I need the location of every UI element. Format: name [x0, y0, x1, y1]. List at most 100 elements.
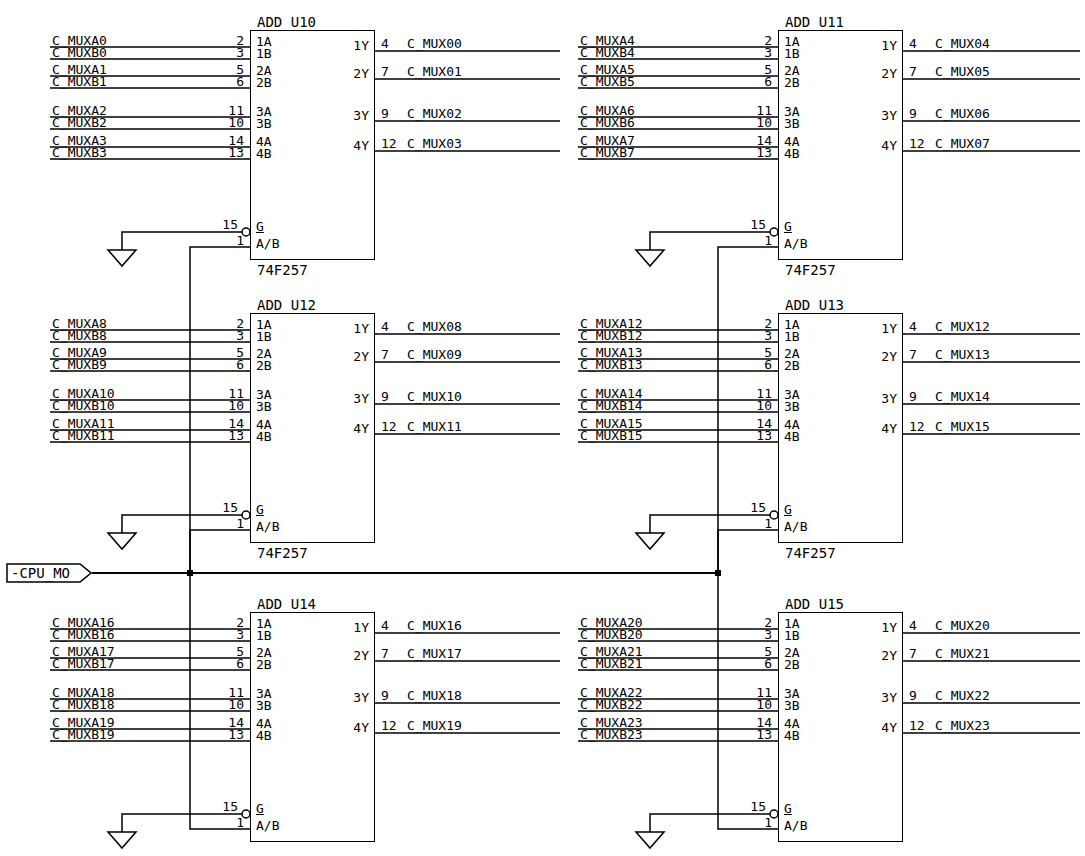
- signal-name: C_MUXB8: [52, 330, 107, 342]
- signal-name: C_MUX00: [407, 38, 462, 50]
- pin-name: 3A: [256, 688, 272, 700]
- pin-number: 9: [909, 391, 917, 403]
- pin-name: 2B: [784, 360, 800, 372]
- chip-designator: ADD_U12: [257, 299, 316, 311]
- select-wire: [92, 573, 778, 829]
- wire: [903, 150, 1080, 152]
- chip-designator: ADD_U10: [257, 16, 316, 28]
- signal-name: C_MUXB9: [52, 359, 107, 371]
- pin-name: A/B: [784, 521, 807, 533]
- pin-name: 4A: [784, 419, 800, 431]
- pin-name: 3A: [256, 106, 272, 118]
- pin-number: 5: [742, 64, 772, 76]
- pin-number: 15: [210, 502, 238, 514]
- signal-name: C_MUXA14: [580, 388, 643, 400]
- pin-name: 2Y: [881, 351, 897, 363]
- signal-name: C_MUX15: [935, 421, 990, 433]
- pin-name: 4Y: [881, 423, 897, 435]
- pin-number: 3: [214, 330, 244, 342]
- pin-number: 2: [214, 318, 244, 330]
- wire: [903, 78, 1080, 80]
- pin-name: 2B: [256, 659, 272, 671]
- signal-name: C_MUX05: [935, 66, 990, 78]
- wire: [903, 361, 1080, 363]
- pin-number: 10: [742, 117, 772, 129]
- ic-chip: ADD_U141A1B2A2B3A3B4A4BGA/B1Y2Y3Y4Y: [250, 612, 375, 842]
- wire: [375, 632, 560, 634]
- signal-name: C_MUXA2: [52, 105, 107, 117]
- pin-name: 3B: [256, 401, 272, 413]
- signal-name: C_MUXA16: [52, 617, 115, 629]
- pin-number: 5: [742, 347, 772, 359]
- signal-name: C_MUX03: [407, 138, 462, 150]
- wire: [375, 50, 560, 52]
- signal-name: C_MUX01: [407, 66, 462, 78]
- ic-chip: ADD_U131A1B2A2B3A3B4A4BGA/B1Y2Y3Y4Y74F25…: [778, 313, 903, 543]
- pin-name: 1Y: [881, 622, 897, 634]
- ic-chip: ADD_U101A1B2A2B3A3B4A4BGA/B1Y2Y3Y4Y74F25…: [250, 30, 375, 260]
- select-wire: [92, 530, 250, 573]
- signal-name: C_MUX20: [935, 620, 990, 632]
- signal-name: C_MUXA8: [52, 318, 107, 330]
- signal-name: C_MUX04: [935, 38, 990, 50]
- signal-name: C_MUXB15: [580, 430, 643, 442]
- pin-name: 2B: [784, 659, 800, 671]
- pin-number: 2: [742, 35, 772, 47]
- select-wire: [92, 247, 250, 573]
- pin-number: 13: [214, 729, 244, 741]
- pin-name: 1B: [784, 331, 800, 343]
- signal-name: C_MUXA5: [580, 64, 635, 76]
- pin-number: 4: [909, 38, 917, 50]
- signal-name: C_MUX12: [935, 321, 990, 333]
- ground-symbol: [636, 832, 664, 848]
- pin-number: 15: [210, 219, 238, 231]
- pin-name: 1B: [256, 630, 272, 642]
- signal-name: C_MUXA15: [580, 418, 643, 430]
- pin-name: 2A: [784, 65, 800, 77]
- pin-name: A/B: [256, 820, 279, 832]
- signal-name: C_MUX22: [935, 690, 990, 702]
- pin-number: 5: [214, 64, 244, 76]
- pin-name: 3Y: [881, 110, 897, 122]
- pin-name: 3A: [784, 106, 800, 118]
- signal-name: C_MUXB4: [580, 47, 635, 59]
- pin-number: 14: [214, 717, 244, 729]
- pin-name: 4B: [256, 431, 272, 443]
- signal-name: C_MUX23: [935, 720, 990, 732]
- wire: [375, 660, 560, 662]
- pin-number: 6: [214, 76, 244, 88]
- pin-name: 3B: [256, 118, 272, 130]
- pin-number: 12: [381, 138, 397, 150]
- port-shape: [7, 564, 91, 582]
- pin-name: G: [256, 221, 264, 233]
- part-number: 74F257: [257, 264, 308, 276]
- wire: [375, 702, 560, 704]
- pin-name: 2Y: [353, 68, 369, 80]
- wire: [903, 403, 1080, 405]
- pin-name: 3Y: [353, 110, 369, 122]
- pin-name: 1Y: [353, 622, 369, 634]
- pin-name: 2Y: [881, 68, 897, 80]
- wire: [903, 732, 1080, 734]
- pin-number: 11: [742, 687, 772, 699]
- pin-number: 2: [214, 35, 244, 47]
- signal-name: C_MUX11: [407, 421, 462, 433]
- signal-name: C_MUXB2: [52, 117, 107, 129]
- signal-name: C_MUXB1: [52, 76, 107, 88]
- signal-name: C_MUXA6: [580, 105, 635, 117]
- pin-number: 7: [381, 648, 389, 660]
- ground-symbol: [108, 250, 136, 266]
- pin-number: 1: [216, 518, 244, 530]
- signal-name: C_MUX18: [407, 690, 462, 702]
- wire: [903, 702, 1080, 704]
- part-number: 74F257: [257, 547, 308, 559]
- signal-name: C_MUX17: [407, 648, 462, 660]
- pin-name: 1A: [784, 36, 800, 48]
- pin-number: 13: [742, 430, 772, 442]
- pin-name: 3B: [784, 700, 800, 712]
- signal-name: C_MUXB20: [580, 629, 643, 641]
- pin-number: 13: [742, 729, 772, 741]
- ground-symbol: [108, 533, 136, 549]
- wire: [375, 333, 560, 335]
- pin-name: 4Y: [353, 423, 369, 435]
